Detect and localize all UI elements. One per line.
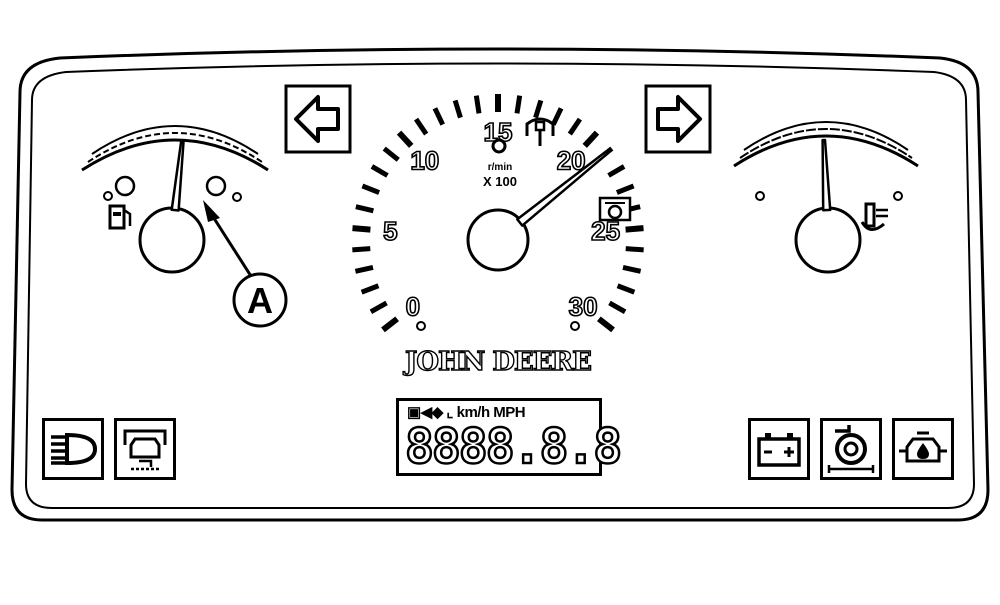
engine-reset-indicator xyxy=(114,418,176,480)
oil-pressure-icon xyxy=(899,431,947,463)
panel-outline xyxy=(10,47,990,522)
tach-tick xyxy=(396,130,414,148)
tach-tick xyxy=(452,99,463,119)
tach-tick xyxy=(355,204,374,214)
tach-tick xyxy=(533,99,544,119)
battery-icon xyxy=(757,433,801,467)
tach-tick xyxy=(432,107,445,126)
callout-a-label: A xyxy=(247,280,273,321)
pto-icon xyxy=(827,425,875,473)
tach-tick xyxy=(354,265,374,274)
callout-a: A xyxy=(203,200,288,328)
tach-tick xyxy=(473,95,482,114)
oil-pressure-indicator xyxy=(892,418,954,480)
tach-tick xyxy=(625,225,644,233)
tach-tick xyxy=(607,164,626,178)
engine-reset-icon xyxy=(123,429,167,471)
tach-tick xyxy=(622,265,642,274)
transport-speed-icon xyxy=(598,196,632,222)
odometer-digits: 8888.8.8 xyxy=(404,418,624,477)
tach-scale-label: 10 xyxy=(410,146,439,176)
tach-zero-dot xyxy=(416,321,426,331)
left-turn-indicator xyxy=(284,84,352,154)
fuel-empty-dot xyxy=(103,191,113,201)
fuel-full-dot xyxy=(232,192,242,202)
fuel-gauge-needle xyxy=(170,139,185,212)
tach-unit-bottom: X 100 xyxy=(483,174,517,189)
tach-tick xyxy=(608,300,627,314)
tach-tick xyxy=(352,225,371,233)
fuel-full-circle xyxy=(205,175,227,197)
tach-tick xyxy=(360,283,380,295)
tach-tick xyxy=(582,130,600,148)
tach-tick xyxy=(514,95,523,114)
fuel-low-circle xyxy=(114,175,136,197)
display-indicator-row: ▣◀◆ ⌞ km/h MPH xyxy=(407,403,526,421)
odometer-display: ▣◀◆ ⌞ km/h MPH 8888.8.8 xyxy=(396,398,623,476)
headlight-indicator xyxy=(42,418,104,480)
tach-tick xyxy=(597,316,615,333)
tach-tick xyxy=(625,246,644,253)
coolant-temp-icon xyxy=(860,202,888,231)
tach-tick xyxy=(567,117,582,136)
tach-scale-label: 30 xyxy=(569,291,598,321)
tach-unit-top: r/min xyxy=(488,162,512,173)
battery-indicator xyxy=(748,418,810,480)
display-status-icons: ▣◀◆ ⌞ xyxy=(407,404,453,421)
hour-glass-icon xyxy=(491,138,507,154)
pto-indicator xyxy=(820,418,882,480)
tach-tick xyxy=(370,164,389,178)
temp-cold-dot xyxy=(755,191,765,201)
fuel-gauge xyxy=(81,125,269,274)
tach-tick xyxy=(551,107,564,126)
right-arrow-icon xyxy=(656,95,702,143)
tachometer-needle xyxy=(516,150,610,227)
temperature-gauge xyxy=(733,121,919,274)
tach-tick xyxy=(361,183,381,195)
headlight-icon xyxy=(51,432,98,466)
temp-gauge-needle xyxy=(821,138,832,212)
fuel-pump-icon xyxy=(108,204,132,230)
tach-tick xyxy=(369,300,388,314)
tachometer-hub xyxy=(466,208,530,272)
panel-inner-outline xyxy=(24,62,976,509)
tach-tick xyxy=(381,316,399,333)
tach-tick xyxy=(352,246,371,253)
brand-logo: JOHN DEERE xyxy=(403,347,591,377)
right-turn-indicator xyxy=(644,84,712,154)
tach-scale-label: 0 xyxy=(406,291,420,321)
tach-tick xyxy=(414,117,429,136)
left-arrow-icon xyxy=(294,95,340,143)
temp-hot-dot xyxy=(893,191,903,201)
tach-scale-label: 5 xyxy=(383,216,397,246)
speed-units: km/h MPH xyxy=(456,404,526,421)
tach-tick xyxy=(382,146,400,162)
temp-gauge-hub xyxy=(794,206,862,274)
tach-tick xyxy=(616,283,636,295)
pto-speed-icon xyxy=(525,117,555,146)
fuel-gauge-hub xyxy=(138,206,206,274)
tach-tick xyxy=(615,183,635,195)
tach-max-dot xyxy=(570,321,580,331)
